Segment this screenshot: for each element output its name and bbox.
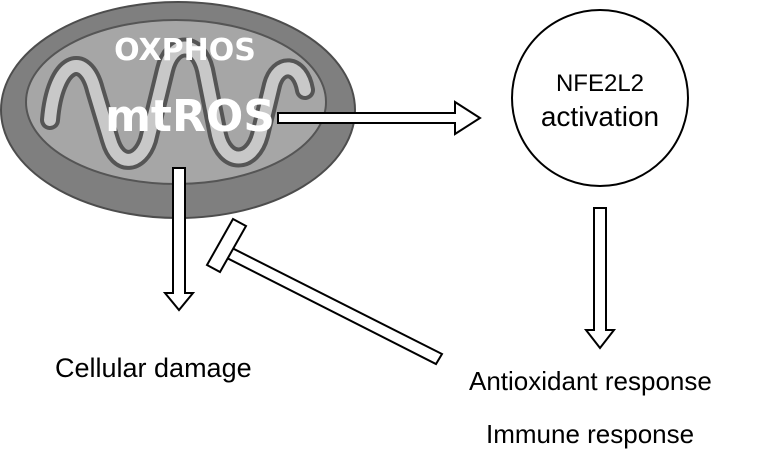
nfe2l2-circle bbox=[511, 9, 689, 187]
inhibition-antioxidant-to-damage bbox=[205, 217, 444, 366]
mitochondrion-cristae-highlight bbox=[44, 41, 311, 166]
arrow-nfe2l2-to-antioxidant bbox=[583, 207, 617, 350]
nfe2l2-activation-node: NFE2L2 activation bbox=[511, 9, 689, 187]
immune-response-label: Immune response bbox=[486, 419, 694, 449]
cellular-damage-label: Cellular damage bbox=[55, 353, 252, 383]
nfe2l2-label: NFE2L2 bbox=[556, 70, 644, 97]
antioxidant-response-label: Antioxidant response bbox=[469, 366, 712, 396]
inhibition-shaft bbox=[225, 246, 444, 366]
inhibition-bar-head bbox=[205, 217, 248, 274]
oxphos-label: OXPHOS bbox=[114, 33, 256, 68]
arrow-mito-to-cellular-damage bbox=[162, 167, 196, 312]
mitochondrion-graphic: OXPHOS mtROS bbox=[0, 1, 356, 219]
arrow-mtros-to-nfe2l2 bbox=[277, 100, 482, 136]
mtros-label: mtROS bbox=[105, 91, 275, 142]
activation-label: activation bbox=[541, 101, 659, 132]
